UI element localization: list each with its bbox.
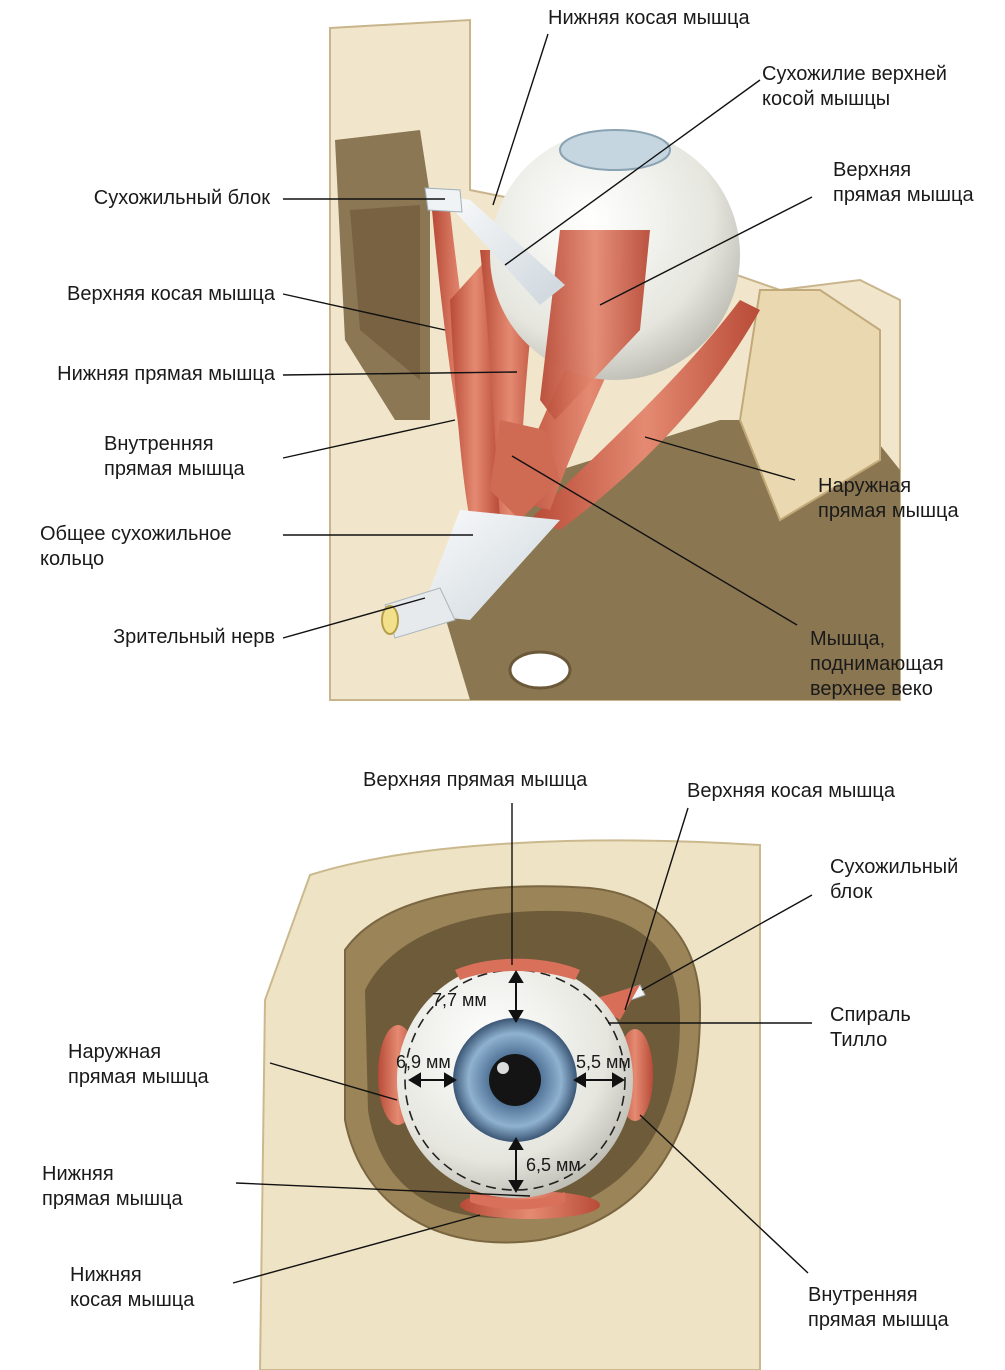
optic-nerve-end	[382, 606, 398, 634]
pupil	[489, 1054, 541, 1106]
measure-superior: 7,7 мм	[432, 990, 487, 1010]
label-bottom-inferior-oblique: Нижняя косая мышца	[70, 1263, 194, 1313]
label-top-superior-oblique: Верхняя косая мышца	[10, 282, 275, 307]
label-bottom-superior-rectus: Верхняя прямая мышца	[363, 768, 587, 793]
label-top-optic-nerve: Зрительный нерв	[10, 625, 275, 650]
pupil-highlight	[497, 1062, 509, 1074]
trochlea	[425, 188, 462, 212]
label-bottom-spiral-of-tillaux: Спираль Тилло	[830, 1003, 911, 1053]
measure-lateral: 6,9 мм	[396, 1052, 451, 1072]
label-bottom-superior-oblique: Верхняя косая мышца	[687, 779, 895, 804]
bottom-orbit-illustration	[260, 840, 760, 1370]
label-top-medial-rectus: Внутренняя прямая мышца	[104, 432, 245, 482]
label-top-lateral-rectus: Наружная прямая мышца	[818, 474, 959, 524]
label-bottom-inferior-rectus: Нижняя прямая мышца	[42, 1162, 183, 1212]
top-cornea	[560, 130, 670, 170]
label-top-levator: Мышца, поднимающая верхнее веко	[810, 627, 944, 702]
label-top-trochlea: Сухожильный блок	[20, 186, 270, 211]
label-top-inferior-rectus: Нижняя прямая мышца	[0, 362, 275, 387]
label-bottom-trochlea: Сухожильный блок	[830, 855, 958, 905]
measure-inferior: 6,5 мм	[526, 1155, 581, 1175]
top-orbit-illustration	[330, 20, 900, 700]
label-top-superior-oblique-tendon: Сухожилие верхней косой мышцы	[762, 62, 947, 112]
label-bottom-medial-rectus: Внутренняя прямая мышца	[808, 1283, 949, 1333]
label-bottom-lateral-rectus: Наружная прямая мышца	[68, 1040, 209, 1090]
label-top-annulus: Общее сухожильное кольцо	[40, 522, 232, 572]
label-top-inferior-oblique: Нижняя косая мышца	[548, 6, 750, 31]
label-top-superior-rectus: Верхняя прямая мышца	[833, 158, 974, 208]
optic-canal	[510, 652, 570, 688]
measure-medial: 5,5 мм	[576, 1052, 631, 1072]
